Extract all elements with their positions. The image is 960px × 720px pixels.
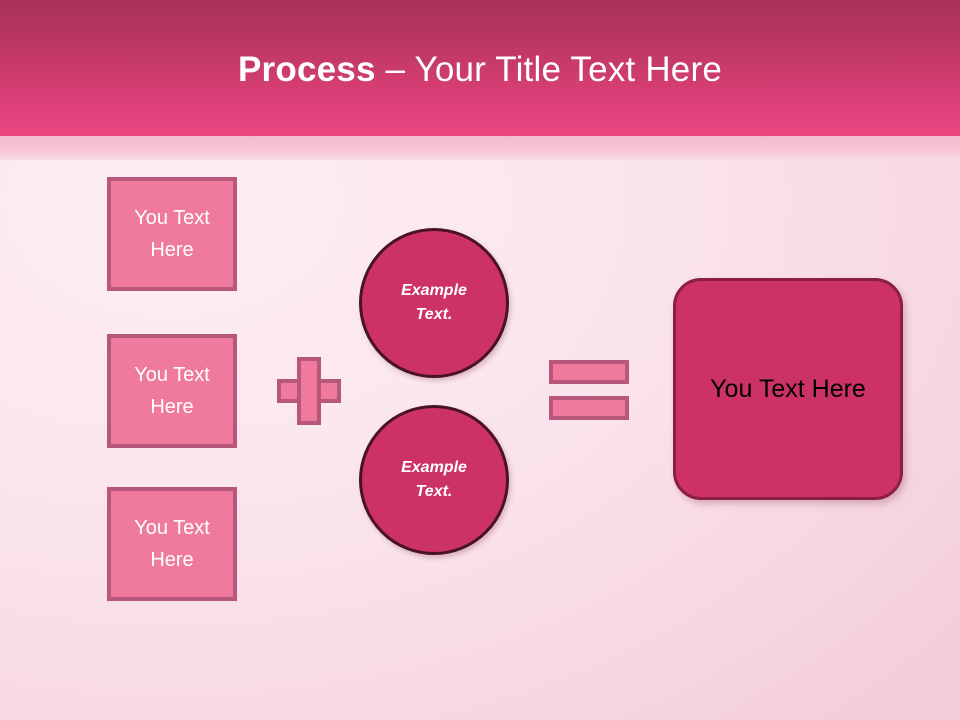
example-circle-1-line1: Example [401, 282, 467, 299]
input-box-1-label: You Text Here [134, 207, 210, 261]
equals-top-bar [549, 360, 629, 384]
result-box-label: You Text Here [710, 374, 866, 403]
example-circle-2[interactable]: Example Text. [359, 405, 509, 555]
input-box-3[interactable]: You Text Here [107, 487, 237, 601]
input-box-3-label: You Text Here [134, 517, 210, 571]
equals-bottom-bar [549, 396, 629, 420]
input-box-1[interactable]: You Text Here [107, 177, 237, 291]
example-circle-1-line2: Text. [415, 306, 453, 323]
page-title-rest: – Your Title Text Here [375, 50, 722, 89]
equals-operator-icon [549, 360, 629, 420]
example-circle-2-line2: Text. [415, 483, 453, 500]
input-box-2-label: You Text Here [134, 364, 210, 418]
plus-operator-icon [277, 357, 341, 425]
page-title: Process – Your Title Text Here [0, 48, 960, 92]
input-box-2[interactable]: You Text Here [107, 334, 237, 448]
page-title-strong: Process [238, 50, 376, 89]
header-band [0, 0, 960, 136]
header-accent-band [0, 136, 960, 160]
result-box[interactable]: You Text Here [673, 278, 903, 500]
plus-center-joint [301, 383, 317, 399]
example-circle-2-line1: Example [401, 459, 467, 476]
example-circle-1[interactable]: Example Text. [359, 228, 509, 378]
